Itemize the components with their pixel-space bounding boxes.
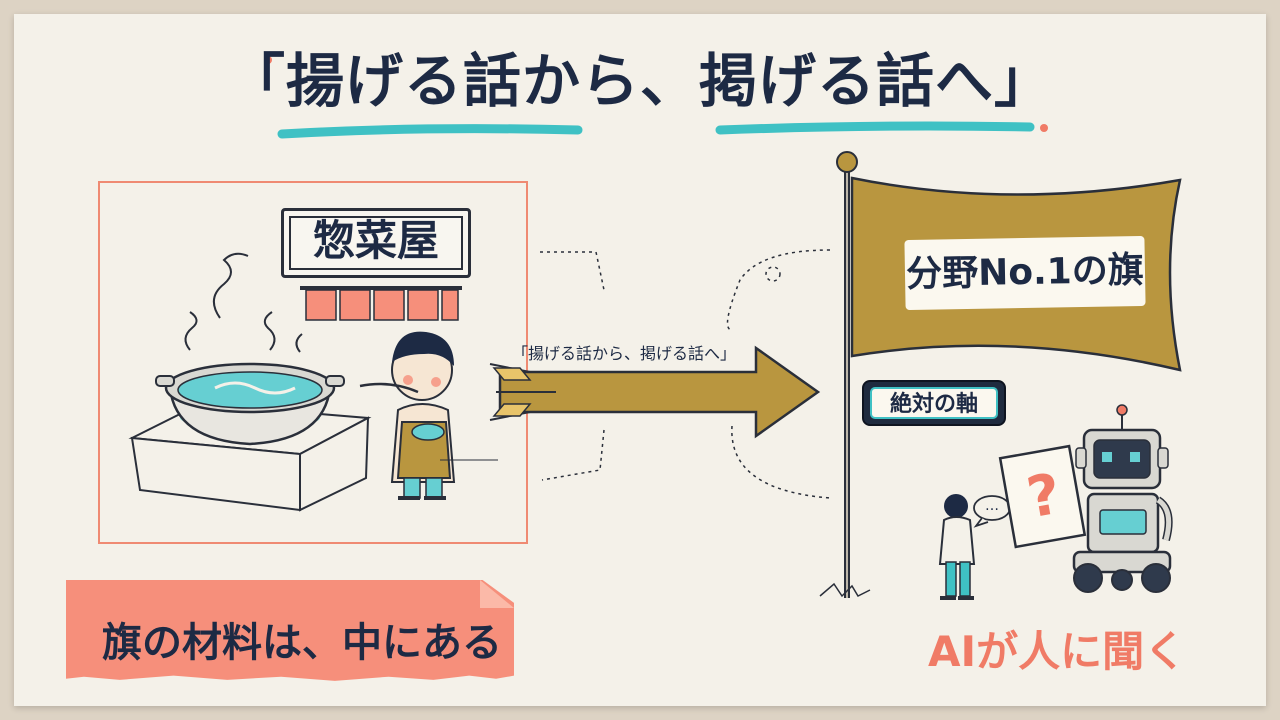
note-text: 旗の材料は、中にある — [102, 620, 502, 666]
noren-curtain-icon — [300, 286, 462, 321]
speech-bubble-icon — [973, 495, 1011, 528]
question-sign-icon — [998, 444, 1087, 549]
speech-bubble-dots: … — [985, 498, 999, 514]
flag-label: 分野No.1の旗 — [904, 235, 1146, 311]
ai-caption: AIが人に聞く — [928, 627, 1187, 676]
shop-sign: 惣菜屋 — [281, 208, 471, 278]
axis-tag-label: 絶対の軸 — [870, 387, 998, 419]
child-tasting-icon — [359, 331, 498, 500]
arrow-icon — [489, 345, 821, 439]
arrow-label: 「揚げる話から、掲げる話へ」 — [512, 344, 737, 363]
robot-icon — [1072, 404, 1173, 593]
person-icon — [938, 494, 976, 600]
shop-scene-frame — [98, 181, 528, 544]
page-title: 「揚げる話から、掲げる話へ」 — [226, 47, 1053, 115]
axis-tag: 絶対の軸 — [862, 380, 1006, 426]
steam-icon — [184, 252, 303, 353]
sticky-note: 旗の材料は、中にある — [66, 580, 514, 681]
dotted-connectors — [540, 249, 831, 499]
pot-icon — [155, 362, 345, 446]
